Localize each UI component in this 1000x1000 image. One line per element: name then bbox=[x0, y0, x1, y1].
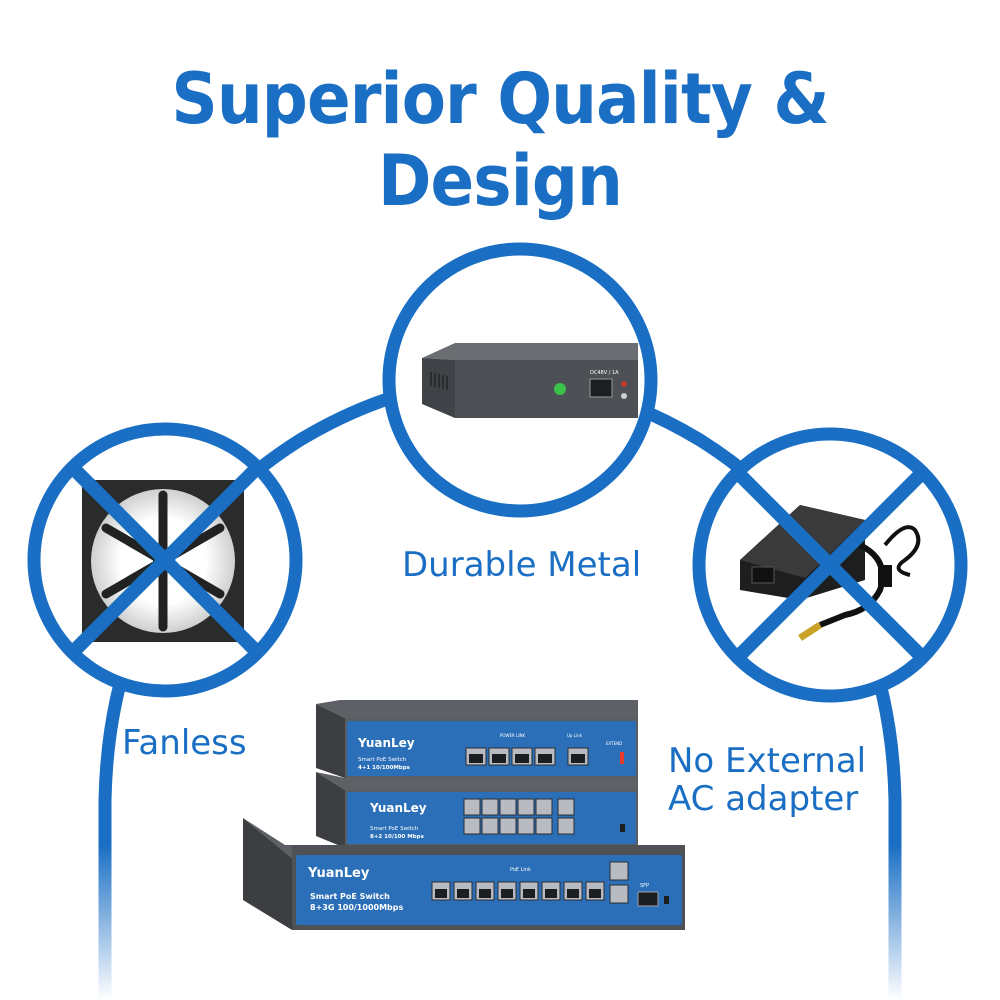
feature-label-no-adapter-line2: AC adapter bbox=[668, 779, 859, 819]
feature-label-no-adapter-line1: No External bbox=[668, 741, 867, 781]
spec-top: 4+1 10/100Mbps bbox=[358, 765, 411, 771]
no-adapter-badge bbox=[692, 427, 968, 703]
feature-label-no-adapter: No External AC adapter bbox=[668, 742, 866, 818]
brand-top: YuanLey bbox=[357, 736, 415, 750]
svg-text:DC48V / 1A: DC48V / 1A bbox=[590, 370, 619, 376]
sfp-bottom: SFP bbox=[640, 883, 649, 889]
model-middle: Smart PoE Switch bbox=[370, 826, 419, 832]
switch-stack: YuanLey Smart PoE Switch 4+1 10/100Mbps … bbox=[243, 700, 685, 930]
feature-label-fanless: Fanless bbox=[122, 723, 247, 763]
brand-middle: YuanLey bbox=[369, 801, 427, 815]
spec-middle: 8+2 10/100 Mbps bbox=[370, 834, 425, 840]
feature-label-metal: Durable Metal bbox=[402, 545, 642, 585]
cross-icon bbox=[732, 467, 928, 663]
switch-bottom: YuanLey Smart PoE Switch 8+3G 100/1000Mb… bbox=[243, 818, 685, 930]
spec-bottom: 8+3G 100/1000Mbps bbox=[310, 903, 403, 912]
uplink-top: Up Link bbox=[567, 733, 583, 738]
model-top: Smart PoE Switch bbox=[358, 757, 407, 763]
switch-middle: YuanLey Smart PoE Switch 8+2 10/100 Mbps bbox=[316, 772, 638, 848]
metal-switch-icon: DC48V / 1A bbox=[422, 343, 638, 418]
cross-icon bbox=[67, 462, 263, 658]
model-bottom: Smart PoE Switch bbox=[310, 892, 390, 901]
metal-badge: DC48V / 1A bbox=[382, 242, 658, 518]
fanless-badge bbox=[27, 422, 303, 698]
page-title: Superior Quality & Design bbox=[171, 58, 829, 222]
port-header-top: POWER LINK bbox=[500, 733, 525, 738]
port-header-bottom: PoE Link bbox=[510, 867, 531, 873]
extend-top: EXTEND bbox=[606, 741, 622, 746]
switch-top: YuanLey Smart PoE Switch 4+1 10/100Mbps … bbox=[316, 700, 638, 778]
ports-middle bbox=[463, 798, 575, 835]
brand-bottom: YuanLey bbox=[307, 866, 370, 881]
